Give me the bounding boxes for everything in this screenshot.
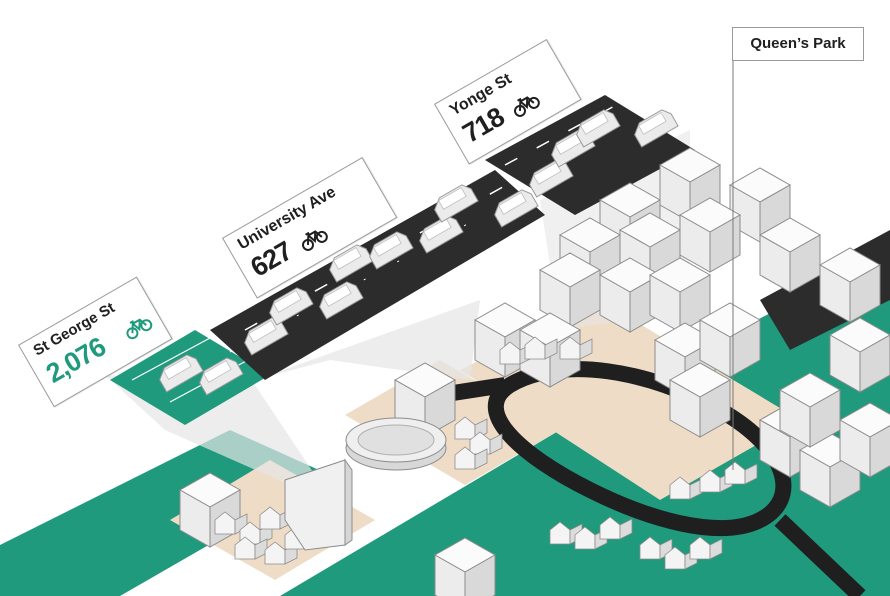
label-st-george: St George St 2,076	[18, 276, 173, 408]
st-george-strip	[110, 330, 270, 425]
buildings-cluster-left	[179, 458, 353, 565]
callout-wedge-university	[255, 300, 480, 380]
label-university: University Ave 627	[222, 157, 398, 299]
yonge-strip	[485, 95, 695, 215]
university-strip	[210, 170, 545, 380]
queens-park-track	[487, 361, 792, 537]
bicycle-icon	[301, 230, 328, 251]
rink-building	[345, 417, 447, 471]
label-queens-park-name: Queen’s Park	[750, 35, 846, 52]
bicycle-icon	[513, 96, 540, 117]
label-queens-park: Queen’s Park	[732, 27, 864, 61]
green-ground-left	[0, 430, 330, 596]
bicycle-icon	[126, 318, 153, 340]
label-yonge: Yonge St 718	[434, 39, 582, 165]
